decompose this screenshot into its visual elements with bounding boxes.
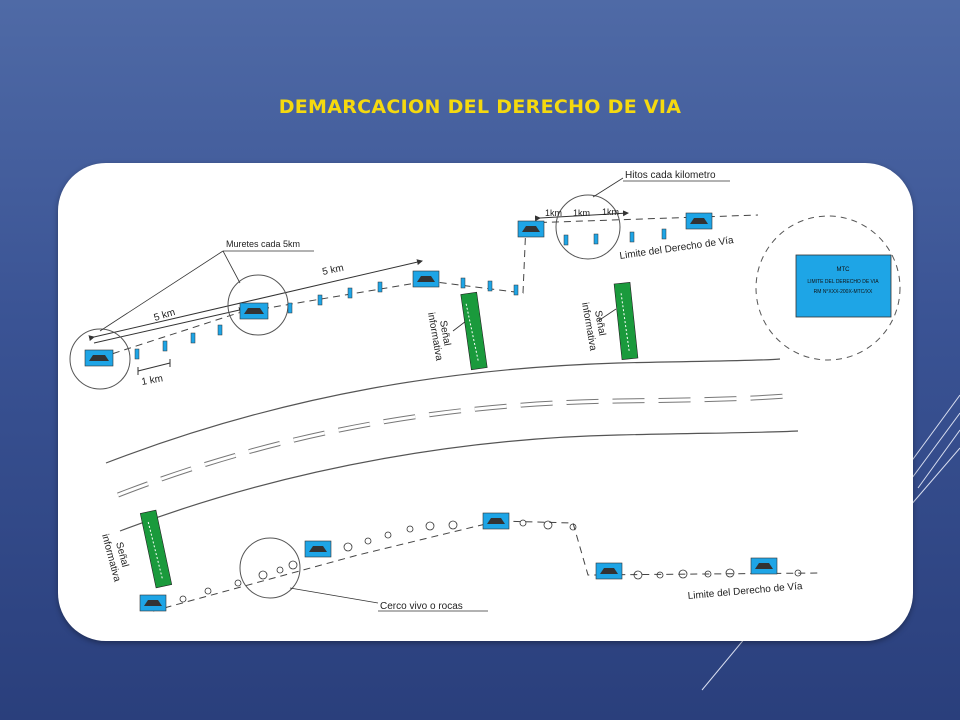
murete-marker [482,512,510,530]
label-1km-c: 1km [602,207,619,217]
murete-marker [139,594,167,612]
label-5km-lower: 5 km [153,307,177,324]
senal-sign-3 [139,509,173,589]
label-1km-b: 1km [573,208,590,218]
limit-sign-line2: LIMITE DEL DERECHO DE VIA [807,279,879,285]
limit-sign-line3: RM N°XXX-200X-MTC/XX [814,289,873,295]
murete-marker [517,220,545,238]
label-5km-upper: 5 km [321,263,344,278]
boundary-line-upper [89,214,759,362]
murete-circle-1 [69,328,131,390]
label-1km-a: 1km [545,208,562,218]
murete-marker [412,270,440,288]
cerco-symbols [179,519,802,603]
limit-sign-line1: MTC [837,267,851,273]
label-limite-upper: Limite del Derecho de Vía [619,235,735,262]
murete-marker [304,540,332,558]
murete-marker [84,349,114,367]
limit-sign [795,254,892,318]
hitos-circle [555,194,621,260]
murete-marker [750,557,778,575]
senal-sign-2 [613,282,639,360]
label-senal-1-line1: Señal [437,320,452,347]
label-hitos: Hitos cada kilometro [625,170,716,181]
label-cerco: Cerco vivo o rocas [380,601,463,612]
label-senal-2-line1: Señal [592,310,607,337]
label-limite-lower: Limite del Derecho de Vía [687,581,803,602]
label-muretes: Muretes cada 5km [226,239,300,249]
road-edge-lower [119,430,799,532]
murete-marker [685,212,713,230]
diagram-panel: MTC LIMITE DEL DERECHO DE VIA RM N°XXX-2… [58,163,913,641]
right-of-way-diagram: MTC LIMITE DEL DERECHO DE VIA RM N°XXX-2… [69,170,901,612]
label-1km: 1 km [141,373,164,388]
hito-posts [134,228,667,360]
senal-sign-1 [460,291,488,371]
road-edge-upper [105,358,781,464]
slide-title: DEMARCACION DEL DERECHO DE VIA [278,96,682,118]
murete-marker [239,302,269,320]
murete-marker [595,562,623,580]
cerco-circle [239,537,301,599]
sign-detail-circle [755,215,901,361]
